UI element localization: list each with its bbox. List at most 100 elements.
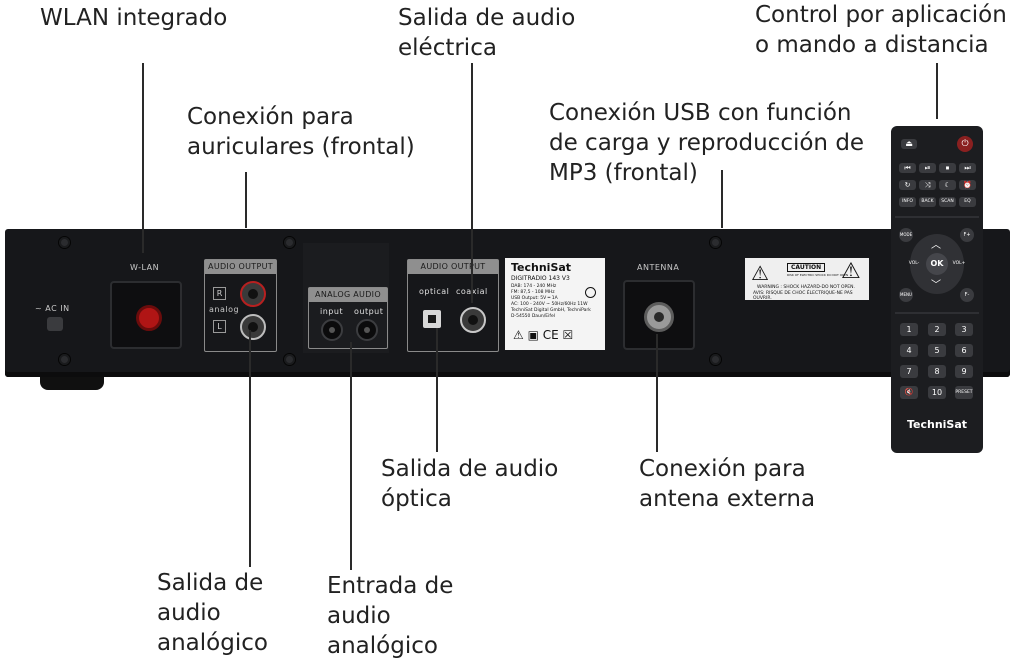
antenna-mount xyxy=(623,280,695,350)
ac-in-label: ~ AC IN xyxy=(35,304,70,313)
rating-brand: TechniSat xyxy=(511,261,572,274)
digit-10-button[interactable]: 10 xyxy=(928,386,946,399)
mode-button[interactable]: MODE xyxy=(899,228,913,242)
device-back-panel: ~ AC IN W-LAN AUDIO OUTPUT R analog L AN… xyxy=(5,229,1010,377)
sleep-button[interactable]: ☾ xyxy=(939,180,956,190)
leader-line-wlan xyxy=(142,63,144,253)
rating-line: FM: 87,5 - 108 MHz xyxy=(511,290,555,295)
vol-minus-button[interactable]: VOL- xyxy=(908,261,920,266)
rating-model: DIGITRADIO 143 V3 xyxy=(511,275,570,282)
digit-6-button[interactable]: 6 xyxy=(955,344,973,357)
mute-button[interactable]: 🔇 xyxy=(900,386,918,399)
screw xyxy=(709,236,722,249)
warning-triangle-icon: ⚠ xyxy=(841,259,861,284)
certification-marks: ⚠ ▣ CE ☒ xyxy=(513,328,574,342)
digit-7-button[interactable]: 7 xyxy=(900,365,918,378)
leader-line-optical xyxy=(436,328,438,452)
coaxial-jack[interactable] xyxy=(460,307,486,333)
power-symbol-icon xyxy=(585,287,596,298)
nav-up-icon[interactable]: ︿ xyxy=(931,240,941,251)
preset-button[interactable]: PRESET xyxy=(955,386,973,399)
scan-button[interactable]: SCAN xyxy=(939,197,956,207)
channel-r-label: R xyxy=(213,287,226,300)
remote-control: ⏏ ⏻ ⏮ ⏯ ⏹ ⏭ ↻ ⤨ ☾ ⏰ INFO BACK SCAN EQ MO… xyxy=(891,126,983,453)
next-button[interactable]: ⏭ xyxy=(959,163,976,173)
repeat-button[interactable]: ↻ xyxy=(899,180,916,190)
eject-button[interactable]: ⏏ xyxy=(901,139,917,149)
warning-label: ⚠ CAUTION RISK OF ELECTRIC SHOCK DO NOT … xyxy=(745,258,869,301)
analog-audio-output-box: AUDIO OUTPUT R analog L xyxy=(204,259,277,352)
digit-8-button[interactable]: 8 xyxy=(928,365,946,378)
rating-label: TechniSat DIGITRADIO 143 V3 DAB: 174 - 2… xyxy=(505,258,605,350)
digit-3-button[interactable]: 3 xyxy=(955,323,973,336)
digital-audio-output-header: AUDIO OUTPUT xyxy=(408,260,498,274)
digit-2-button[interactable]: 2 xyxy=(928,323,946,336)
power-socket[interactable] xyxy=(47,317,63,331)
wlan-label: W-LAN xyxy=(130,263,160,272)
shuffle-button[interactable]: ⤨ xyxy=(919,180,936,190)
screw xyxy=(58,236,71,249)
divider xyxy=(895,312,979,314)
info-button[interactable]: INFO xyxy=(899,197,916,207)
wlan-antenna-connector[interactable] xyxy=(136,305,162,331)
alarm-button[interactable]: ⏰ xyxy=(959,180,976,190)
warning-fr: AVIS: RISQUE DE CHOC ÉLECTRIQUE-NE PAS O… xyxy=(753,291,853,301)
nav-down-icon[interactable]: ﹀ xyxy=(931,280,941,291)
fav-plus-button[interactable]: F+ xyxy=(960,228,974,242)
ok-button[interactable]: OK xyxy=(926,253,948,275)
warning-sub: RISK OF ELECTRIC SHOCK DO NOT OPEN xyxy=(787,273,849,277)
analog-audio-output-header: AUDIO OUTPUT xyxy=(205,260,276,274)
remote-brand-logo: TechniSat xyxy=(906,418,968,431)
leader-line-analog-output xyxy=(249,330,251,567)
warning-triangle-icon: ⚠ xyxy=(751,261,769,285)
screw xyxy=(709,353,722,366)
rca-left-jack[interactable] xyxy=(240,314,266,340)
digit-5-button[interactable]: 5 xyxy=(928,344,946,357)
rating-line: DAB: 174 - 240 MHz xyxy=(511,284,557,289)
optical-label: optical xyxy=(419,287,450,296)
prev-button[interactable]: ⏮ xyxy=(899,163,916,173)
antenna-connector[interactable] xyxy=(644,302,674,332)
leader-line-analog-input xyxy=(350,342,352,570)
callout-wlan: WLAN integrado xyxy=(40,5,228,31)
screw xyxy=(58,353,71,366)
digit-9-button[interactable]: 9 xyxy=(955,365,973,378)
fav-minus-button[interactable]: F- xyxy=(960,288,974,302)
output-label: output xyxy=(354,307,384,316)
optical-port[interactable] xyxy=(423,310,441,328)
rating-line: USB Output: 5V ═ 1A xyxy=(511,296,558,301)
play-pause-button[interactable]: ⏯ xyxy=(919,163,936,173)
wlan-antenna-mount xyxy=(110,281,182,349)
vol-plus-button[interactable]: VOL+ xyxy=(952,261,966,266)
rating-line: TechniSat Digital GmbH, TechniPark xyxy=(511,308,591,313)
stop-button[interactable]: ⏹ xyxy=(939,163,956,173)
leader-line-control xyxy=(936,63,938,119)
digit-1-button[interactable]: 1 xyxy=(900,323,918,336)
leader-line-antenna xyxy=(656,334,658,452)
input-label: input xyxy=(320,307,344,316)
rca-right-jack[interactable] xyxy=(240,281,266,307)
rating-line: D-54550 Daun/Eifel xyxy=(511,314,555,319)
divider xyxy=(895,216,979,218)
menu-button[interactable]: MENU xyxy=(899,288,913,302)
warning-caution: CAUTION xyxy=(787,263,826,272)
leader-line-usb xyxy=(721,170,723,228)
analog-input-jack[interactable] xyxy=(321,319,343,341)
analog-label: analog xyxy=(209,305,240,314)
analog-output-jack[interactable] xyxy=(356,319,378,341)
digital-audio-output-box: AUDIO OUTPUT optical coaxial xyxy=(407,259,499,352)
rating-line: AC: 100 - 240V ~ 50Hz/60Hz 11W xyxy=(511,302,588,307)
eq-button[interactable]: EQ xyxy=(959,197,976,207)
screw xyxy=(283,236,296,249)
power-button[interactable]: ⏻ xyxy=(957,136,973,152)
analog-audio-header: ANALOG AUDIO xyxy=(309,288,387,302)
digit-4-button[interactable]: 4 xyxy=(900,344,918,357)
back-button[interactable]: BACK xyxy=(919,197,936,207)
